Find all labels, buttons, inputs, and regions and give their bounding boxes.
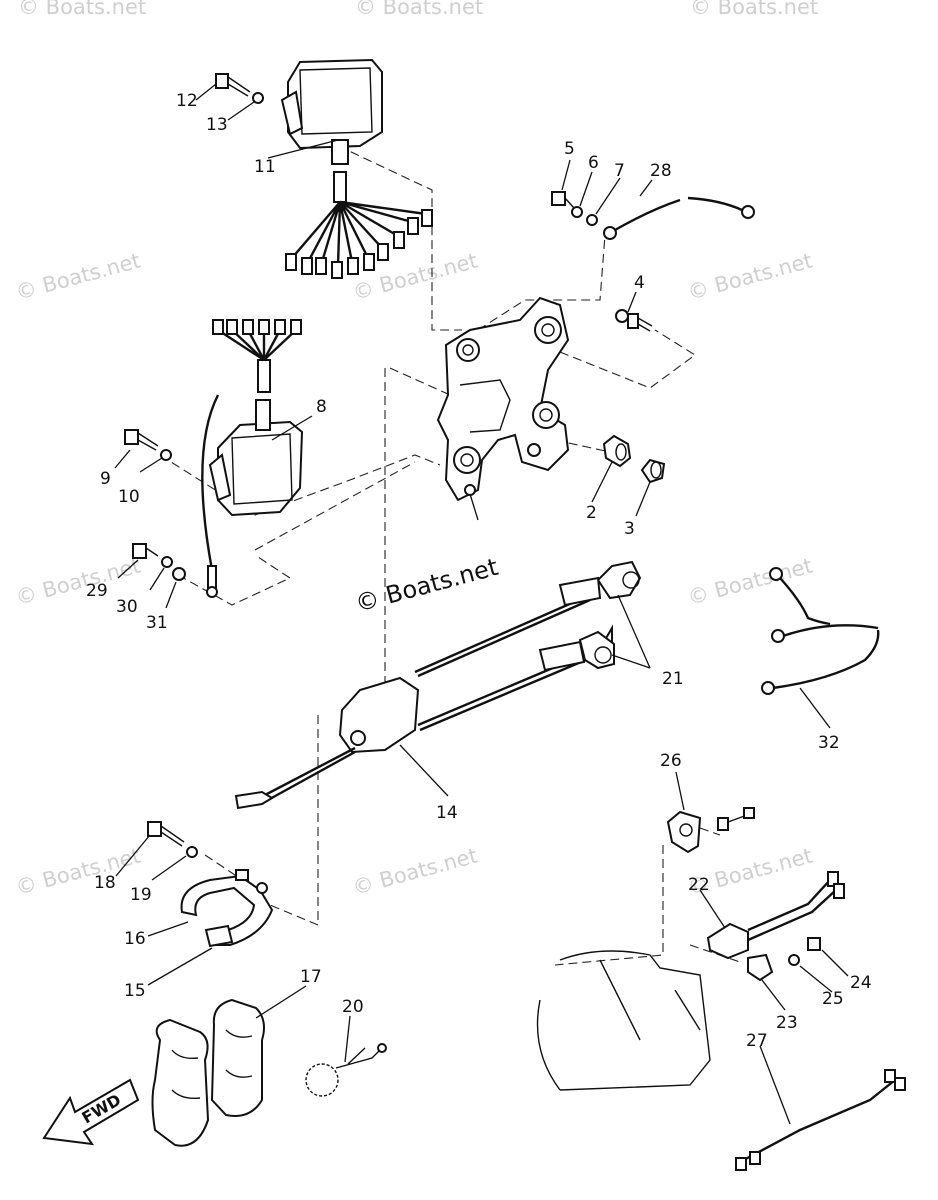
callout-23: 23 bbox=[776, 1013, 798, 1033]
callout-31: 31 bbox=[146, 613, 168, 633]
callout-9: 9 bbox=[100, 469, 111, 489]
ignition-coil bbox=[234, 560, 642, 810]
bolt-24 bbox=[807, 937, 821, 951]
bolt-9 bbox=[124, 429, 159, 451]
collar-3 bbox=[640, 458, 666, 484]
callout-11: 11 bbox=[254, 157, 276, 177]
callout-28: 28 bbox=[650, 161, 672, 181]
callout-2: 2 bbox=[586, 503, 597, 523]
bolt-4 bbox=[615, 309, 653, 332]
fwd-arrow: FWD bbox=[42, 1078, 140, 1146]
callout-5: 5 bbox=[564, 139, 575, 159]
grommet-2 bbox=[602, 434, 632, 468]
watermark: © Boats.net bbox=[18, 0, 146, 19]
callout-19: 19 bbox=[130, 885, 152, 905]
callout-8: 8 bbox=[316, 397, 327, 417]
cam-23 bbox=[747, 953, 774, 982]
washer-31 bbox=[172, 567, 186, 581]
callout-26: 26 bbox=[660, 751, 682, 771]
callout-20: 20 bbox=[342, 997, 364, 1017]
watermarks: © Boats.net © Boats.net © Boats.net © Bo… bbox=[13, 0, 818, 900]
watermark: © Boats.net bbox=[350, 843, 480, 899]
bolt-18 bbox=[147, 821, 185, 847]
assembly-lines bbox=[159, 127, 741, 966]
callout-30: 30 bbox=[116, 597, 138, 617]
callout-17: 17 bbox=[300, 967, 322, 987]
washer-30 bbox=[161, 556, 173, 568]
callout-10: 10 bbox=[118, 487, 140, 507]
callout-6: 6 bbox=[588, 153, 599, 173]
center-watermark: © Boats.net bbox=[352, 553, 501, 618]
mounting-bracket bbox=[436, 296, 570, 502]
callout-22: 22 bbox=[688, 875, 710, 895]
callout-16: 16 bbox=[124, 929, 146, 949]
ground-lead-28 bbox=[603, 196, 755, 240]
callout-15: 15 bbox=[124, 981, 146, 1001]
washer-19 bbox=[186, 846, 198, 858]
neutral-switch-22 bbox=[706, 871, 845, 960]
cdi-unit bbox=[201, 319, 304, 598]
bolt-29 bbox=[132, 543, 159, 559]
watermark: © Boats.net bbox=[685, 553, 815, 609]
washer-10 bbox=[160, 449, 172, 461]
watermark: © Boats.net bbox=[13, 843, 143, 899]
washer-13 bbox=[252, 92, 264, 104]
callout-25: 25 bbox=[822, 989, 844, 1009]
coil-cover bbox=[151, 998, 265, 1147]
callout-18: 18 bbox=[94, 873, 116, 893]
leader-lines bbox=[114, 83, 849, 1125]
clamp-26 bbox=[666, 807, 755, 854]
callout-7: 7 bbox=[614, 161, 625, 181]
watermark: © Boats.net bbox=[690, 0, 818, 19]
callout-24: 24 bbox=[850, 973, 872, 993]
callout-14: 14 bbox=[436, 803, 458, 823]
coil-bracket bbox=[180, 869, 274, 948]
callout-labels: 2 3 4 5 6 7 8 9 10 11 12 13 14 15 16 17 … bbox=[86, 91, 872, 1051]
bolt-12 bbox=[215, 73, 251, 97]
lead-27 bbox=[735, 1069, 906, 1171]
callout-27: 27 bbox=[746, 1031, 768, 1051]
bolt-5 bbox=[551, 191, 575, 209]
callout-29: 29 bbox=[86, 581, 108, 601]
washer-25 bbox=[788, 954, 800, 966]
callout-21: 21 bbox=[662, 669, 684, 689]
callout-13: 13 bbox=[206, 115, 228, 135]
lead-wires-32 bbox=[761, 567, 880, 695]
callout-12: 12 bbox=[176, 91, 198, 111]
engine-section bbox=[536, 950, 711, 1091]
callout-3: 3 bbox=[624, 519, 635, 539]
clip-chain bbox=[305, 1043, 387, 1097]
watermark: © Boats.net bbox=[13, 248, 143, 304]
washer-7 bbox=[586, 214, 598, 226]
washer-6 bbox=[571, 206, 583, 218]
watermark: © Boats.net bbox=[685, 248, 815, 304]
callout-32: 32 bbox=[818, 733, 840, 753]
ignition-unit-top bbox=[280, 58, 433, 279]
callout-4: 4 bbox=[634, 273, 645, 293]
watermark: © Boats.net bbox=[355, 0, 483, 19]
